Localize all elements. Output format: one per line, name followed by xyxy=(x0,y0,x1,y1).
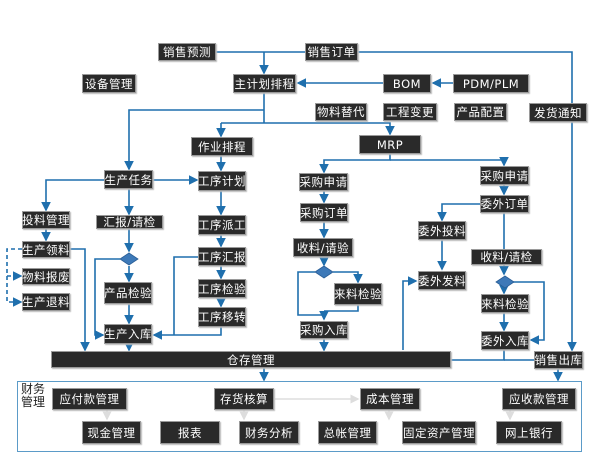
master-schedule-box: 主计划排程 xyxy=(233,74,296,93)
material-substitute-box: 物料替代 xyxy=(315,103,367,121)
engineering-change-box: 工程变更 xyxy=(383,103,437,121)
bom-box: BOM xyxy=(383,74,431,93)
process-transfer-box: 工序移转 xyxy=(198,307,246,327)
production-pick-box: 生产领料 xyxy=(22,241,70,258)
purchase-in-box: 采购入库 xyxy=(300,321,348,339)
general-ledger-box: 总帐管理 xyxy=(318,421,377,444)
outsource-feed-box: 委外投料 xyxy=(418,221,466,240)
outsource-receive-box: 收料/请检 xyxy=(471,249,542,265)
ap-box: 应付款管理 xyxy=(52,388,127,410)
report-inspect-box: 汇报/请检 xyxy=(96,215,163,229)
warehouse-bar: 仓存管理 xyxy=(51,351,451,368)
outsource-order-box: 委外订单 xyxy=(480,195,529,213)
finance-group xyxy=(17,381,582,452)
material-scrap-box: 物料报废 xyxy=(22,268,70,285)
product-inspect-box: 产品检验 xyxy=(104,282,152,304)
sales-forecast-box: 销售预测 xyxy=(158,43,216,61)
process-plan-box: 工序计划 xyxy=(198,171,246,191)
process-report-box: 工序汇报 xyxy=(198,247,246,266)
cost-mgmt-box: 成本管理 xyxy=(360,388,420,410)
outsource-in-box: 委外入库 xyxy=(481,331,529,350)
purchase-order-box: 采购订单 xyxy=(300,203,348,222)
sales-out-box: 销售出库 xyxy=(534,351,583,369)
delivery-notice-box: 发货通知 xyxy=(529,103,587,122)
ar-box: 应收款管理 xyxy=(502,388,576,410)
inventory-cost-box: 存货核算 xyxy=(214,388,274,410)
job-schedule-box: 作业排程 xyxy=(191,137,253,156)
pdm-plm-box: PDM/PLM xyxy=(453,74,529,93)
outsource-incoming-inspect-box: 来料检验 xyxy=(481,294,529,313)
purchase-receive-box: 收料/请验 xyxy=(293,238,353,257)
decision-diamonds xyxy=(119,252,515,289)
product-config-box: 产品配置 xyxy=(454,103,507,121)
process-inspect-box: 工序检验 xyxy=(198,279,246,298)
production-return-box: 生产退料 xyxy=(22,293,70,311)
equipment-box: 设备管理 xyxy=(82,74,136,93)
outsource-issue-box: 委外发料 xyxy=(418,271,466,290)
online-bank-box: 网上银行 xyxy=(496,421,562,444)
purchase-request-box: 采购申请 xyxy=(299,173,348,191)
production-task-box: 生产任务 xyxy=(104,170,153,189)
financial-analysis-box: 财务分析 xyxy=(239,421,299,444)
feed-mgmt-box: 投料管理 xyxy=(22,211,70,229)
production-in-box: 生产入库 xyxy=(104,324,152,344)
process-dispatch-box: 工序派工 xyxy=(198,215,246,235)
finance-label: 财务管理 xyxy=(21,382,46,409)
purchase-incoming-inspect-box: 来料检验 xyxy=(334,283,382,305)
sales-order-box: 销售订单 xyxy=(305,43,358,61)
fixed-assets-box: 固定资产管理 xyxy=(402,421,476,444)
mrp-box: MRP xyxy=(359,135,421,154)
outsource-request-box: 采购申请 xyxy=(480,166,529,185)
cash-box: 现金管理 xyxy=(82,421,141,444)
reports-box: 报表 xyxy=(160,421,220,444)
